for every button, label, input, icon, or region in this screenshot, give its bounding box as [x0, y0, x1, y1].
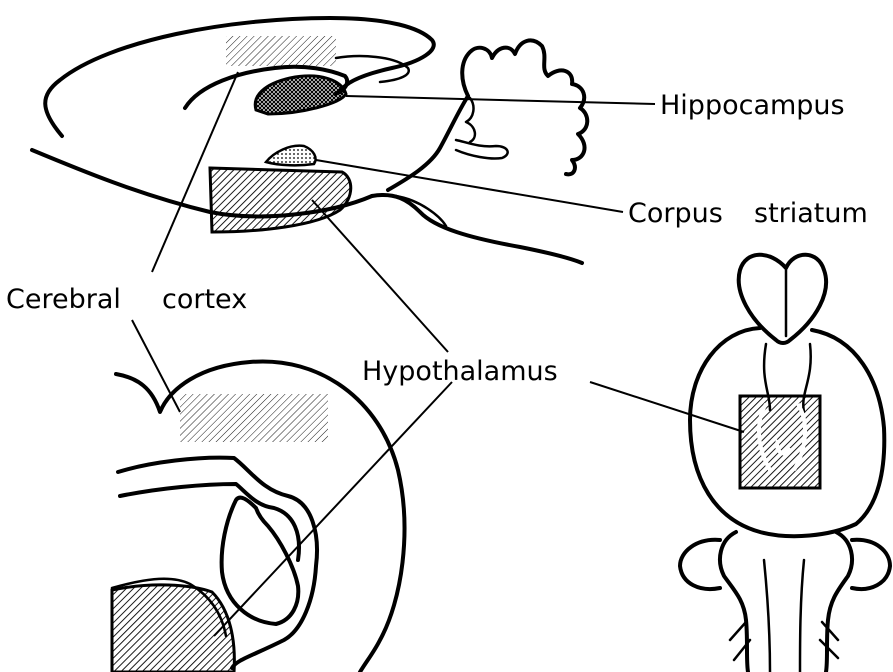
sagittal-cortex-region — [226, 36, 336, 66]
sagittal-brain-view — [32, 18, 587, 263]
cerebellum-lobule — [466, 98, 475, 142]
corpus-striatum-region — [266, 146, 316, 166]
hypothalamus-sagittal-region — [210, 168, 351, 232]
label-cerebral-cortex-2: cortex — [162, 284, 247, 315]
label-cerebral-cortex-1: Cerebral — [6, 284, 121, 315]
sagittal-cortex-outline — [45, 18, 434, 136]
sagittal-fold-ventral — [388, 96, 468, 190]
cerebellar-lobes — [680, 540, 890, 589]
hypothalamus-coronal-region — [112, 585, 234, 672]
leader-hippocampus — [346, 96, 655, 104]
label-hypothalamus: Hypothalamus — [362, 356, 558, 387]
label-corpus-striatum-2: striatum — [754, 198, 868, 229]
hippocampus-region — [255, 76, 346, 114]
cerebellum-outline — [462, 40, 587, 174]
coronal-cortex-region — [180, 394, 328, 442]
cerebellum-lobule-2 — [456, 140, 508, 159]
coronal-inner-contour-2 — [120, 484, 299, 560]
ventral-brain-view — [680, 255, 890, 672]
label-corpus-striatum-1: Corpus — [628, 198, 723, 229]
sagittal-brainstem-outline — [372, 195, 582, 263]
leader-hypothalamus-sagittal — [312, 200, 448, 352]
leader-hypothalamus-ventral — [590, 382, 744, 432]
hypothalamus-ventral-region — [740, 396, 820, 488]
label-hippocampus: Hippocampus — [660, 90, 845, 121]
labels: Hippocampus Corpus striatum Cerebral cor… — [6, 90, 868, 387]
brainstem-inner — [764, 560, 804, 672]
coronal-brain-view — [112, 361, 404, 672]
